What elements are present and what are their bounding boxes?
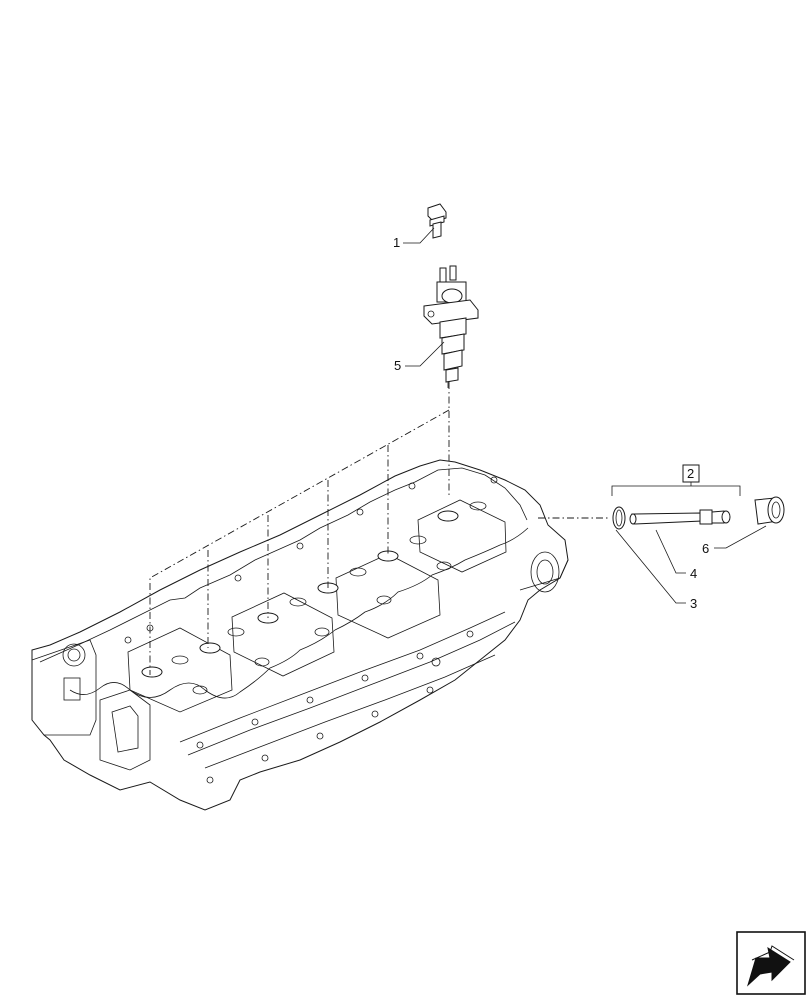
connector-nut [754,496,785,525]
injector-connector-tube [629,509,731,525]
assembly-centerlines [149,382,610,675]
screw-bolt [427,203,447,239]
cylinder-head [31,459,569,811]
leader-lines [403,227,767,604]
callout-5: 5 [394,358,401,373]
next-page-arrow-icon[interactable] [736,931,806,995]
callout-1: 1 [393,235,400,250]
callout-3: 3 [690,596,697,611]
injector-bores [141,501,487,695]
callout-4: 4 [690,566,697,581]
injector-connector-kit [611,464,785,530]
fuel-injector [423,265,479,388]
o-ring [612,506,626,530]
callout-labels: 1 2 3 4 5 6 [393,235,709,611]
head-bolt-holes [124,476,498,784]
callout-6: 6 [702,541,709,556]
callout-2: 2 [687,466,694,481]
